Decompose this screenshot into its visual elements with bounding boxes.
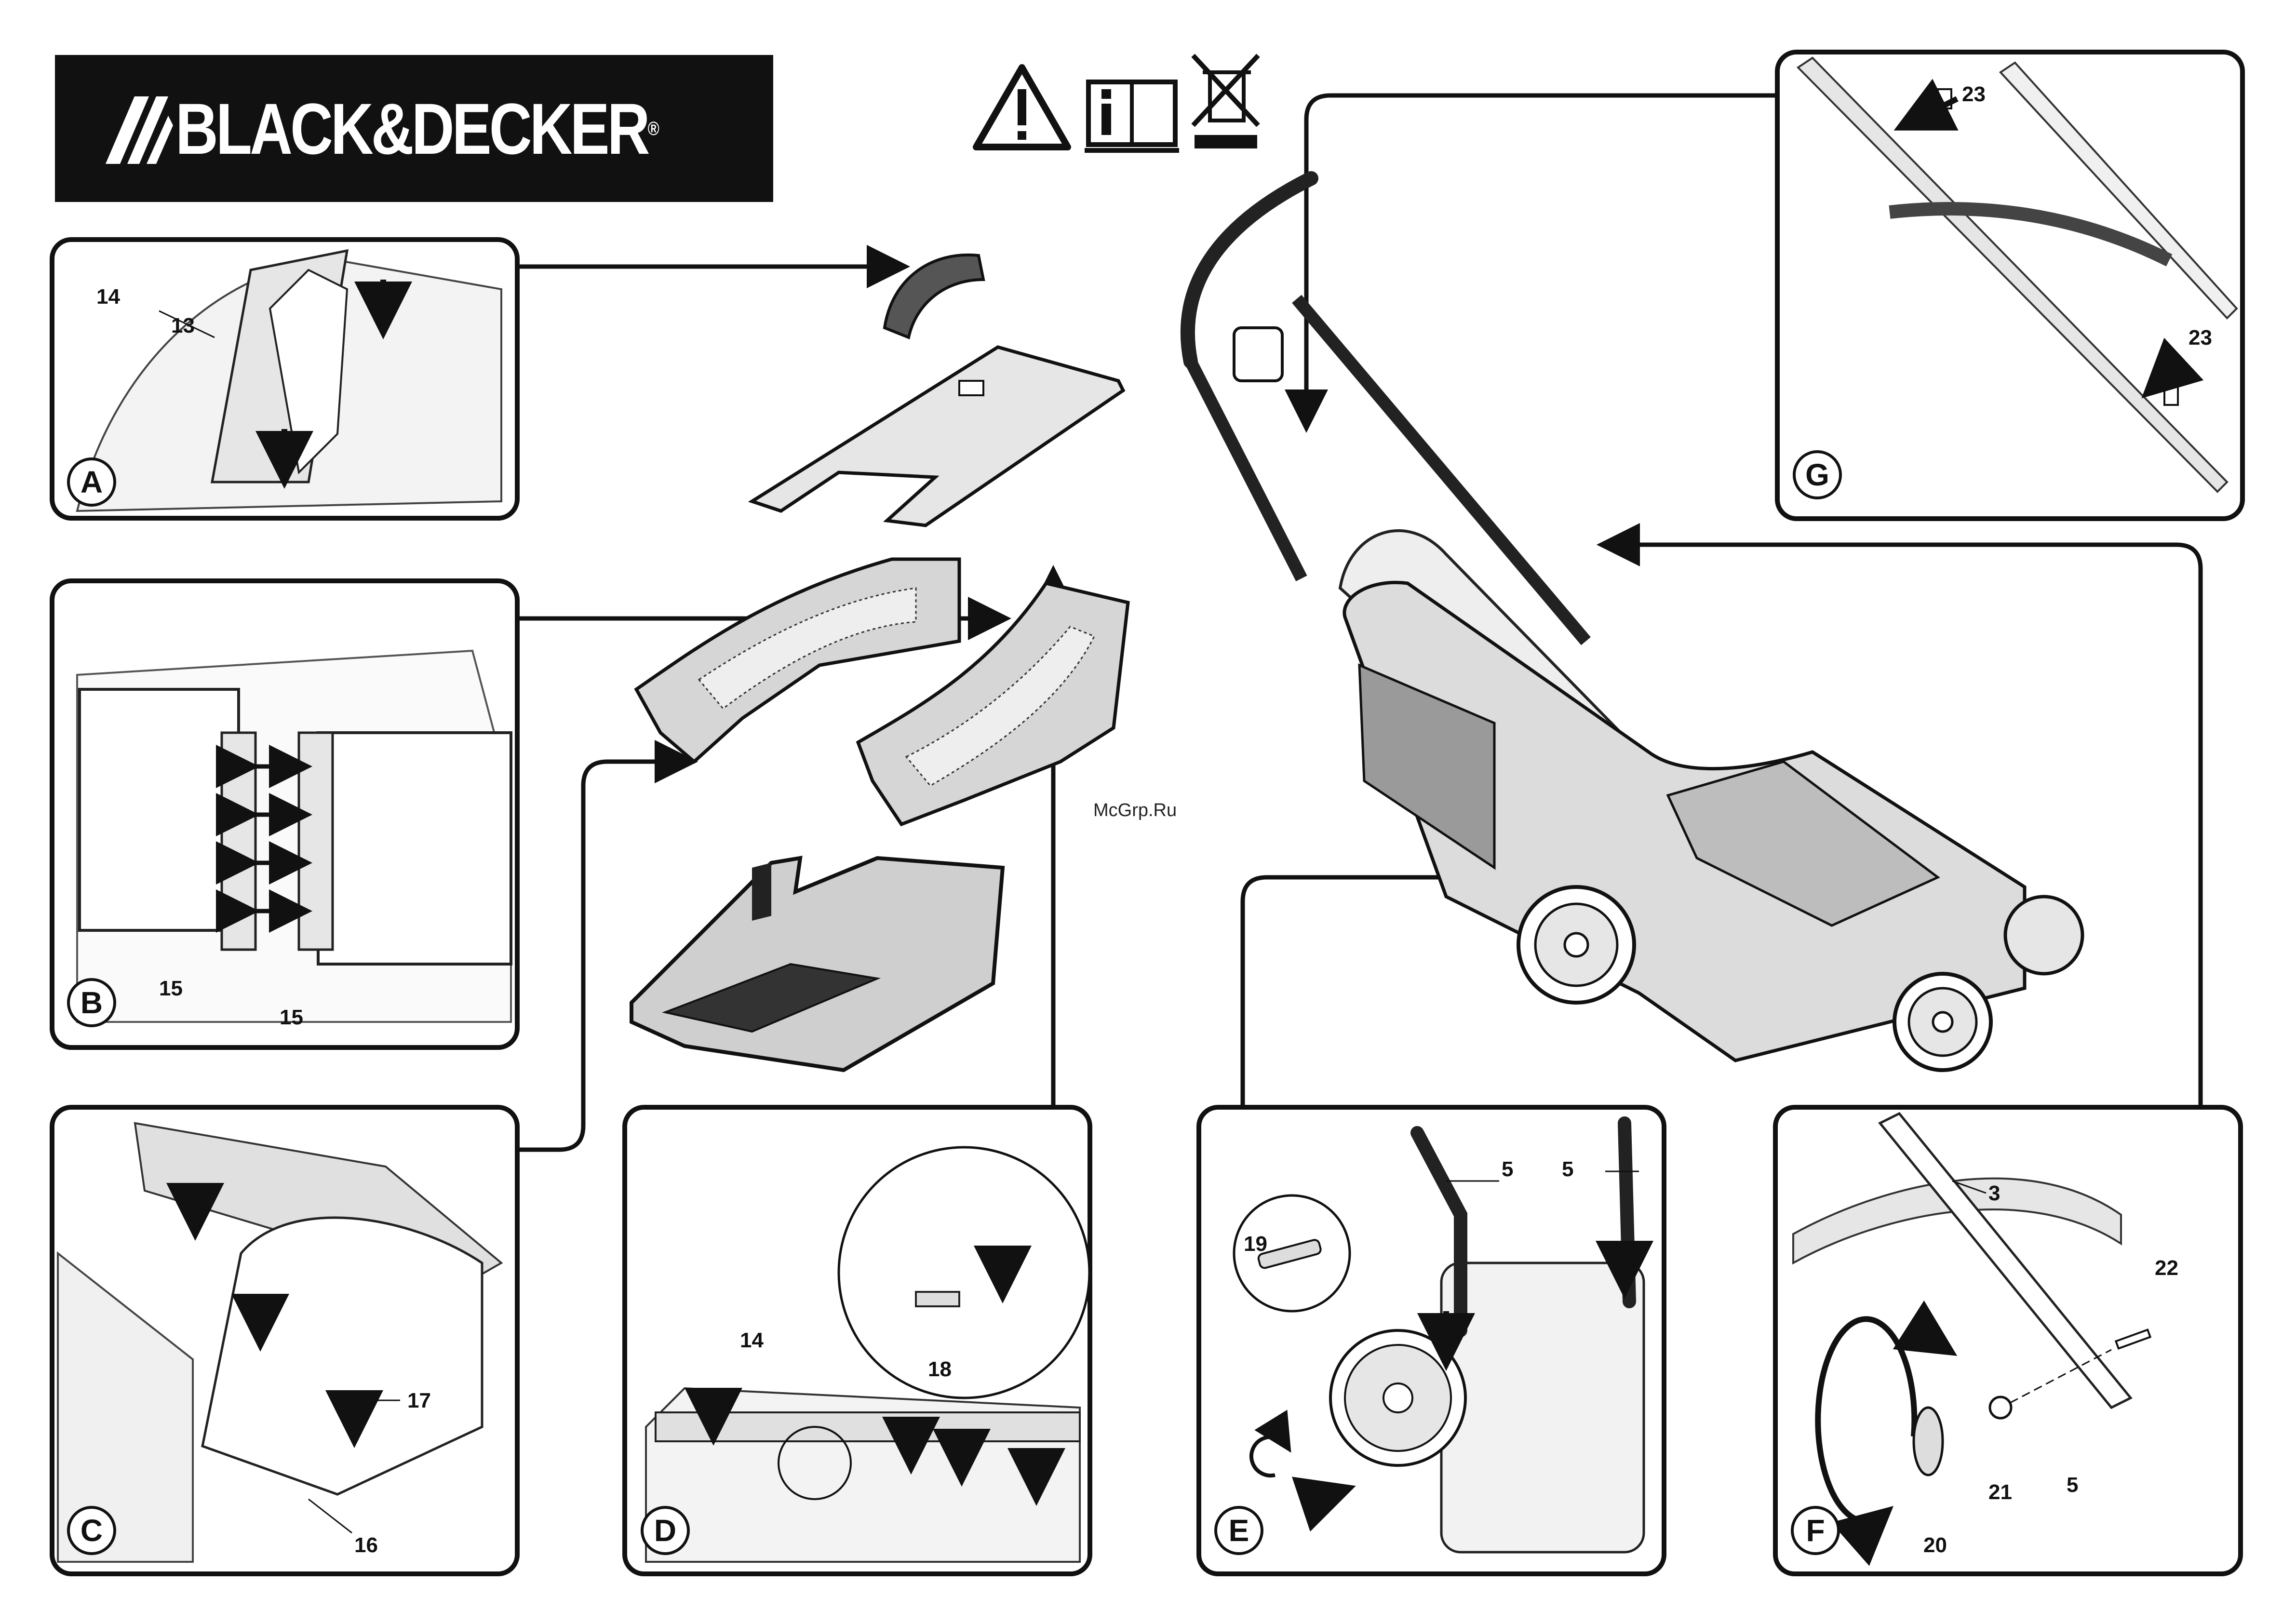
panel-letter-f: F (1806, 1513, 1825, 1548)
panel-letter-d: D (654, 1513, 676, 1548)
connector-c (517, 762, 689, 1150)
callout-23-top: 23 (1962, 82, 1986, 106)
callout-13: 13 (171, 314, 195, 337)
callout-15-right: 15 (280, 1006, 303, 1029)
panel-e: E 5 5 19 (1199, 1107, 1664, 1574)
read-manual-icon (1085, 82, 1179, 150)
panel-a: A 14 13 (52, 240, 517, 518)
callout-3: 3 (1988, 1181, 2000, 1205)
panel-b: B 15 15 (52, 581, 517, 1047)
callout-21: 21 (1988, 1480, 2012, 1504)
callout-5-left: 5 (1502, 1157, 1513, 1181)
callout-20: 20 (1923, 1533, 1947, 1557)
callout-17: 17 (407, 1389, 431, 1412)
weee-crossed-bin-icon (1193, 55, 1258, 148)
panel-g: G 23 23 (1777, 52, 2242, 519)
callout-14: 14 (96, 285, 120, 309)
panel-f: F 3 22 21 5 20 (1775, 1107, 2241, 1574)
callout-23-bottom: 23 (2189, 326, 2212, 349)
panel-letter-g: G (1805, 457, 1829, 492)
callout-22: 22 (2155, 1256, 2178, 1280)
panel-d: D 14 18 (625, 1107, 1090, 1574)
warning-triangle-icon (976, 65, 1068, 147)
panel-letter-e: E (1229, 1513, 1249, 1548)
callout-16: 16 (354, 1533, 378, 1557)
callout-5-right: 5 (1562, 1157, 1573, 1181)
exploded-top-cover-part (752, 347, 1123, 525)
callout-14-d: 14 (740, 1329, 764, 1352)
exploded-base-tray-part (631, 858, 1003, 1070)
panel-letter-c: C (81, 1513, 103, 1548)
panel-c: C 17 16 (52, 1107, 517, 1574)
callout-19: 19 (1244, 1232, 1267, 1256)
callout-18: 18 (928, 1357, 952, 1381)
callout-5-f: 5 (2067, 1473, 2078, 1497)
panel-letter-b: B (81, 985, 103, 1020)
callout-15-left: 15 (159, 977, 183, 1000)
connector-g (1306, 95, 1777, 424)
panel-letter-a: A (81, 465, 103, 499)
